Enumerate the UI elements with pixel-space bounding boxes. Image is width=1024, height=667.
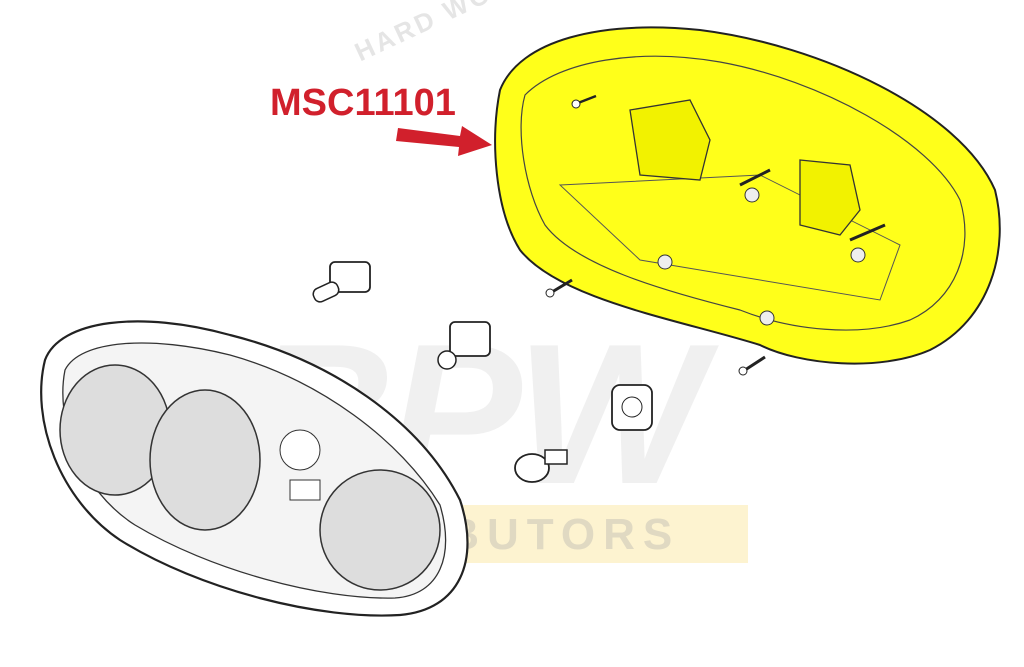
screw[interactable] [571,94,597,109]
bulb-halogen-1[interactable] [311,261,371,304]
bulb-halogen-2[interactable] [437,321,491,370]
screw[interactable] [738,355,766,376]
part-number-label: MSC11101 [270,82,456,124]
light-housing-base[interactable] [40,320,469,617]
bulb-round[interactable] [514,449,568,483]
callout-arrow [396,126,492,156]
screw[interactable] [545,278,573,298]
bulb-socket[interactable] [611,384,653,431]
highlighted-housing[interactable] [494,26,1001,365]
